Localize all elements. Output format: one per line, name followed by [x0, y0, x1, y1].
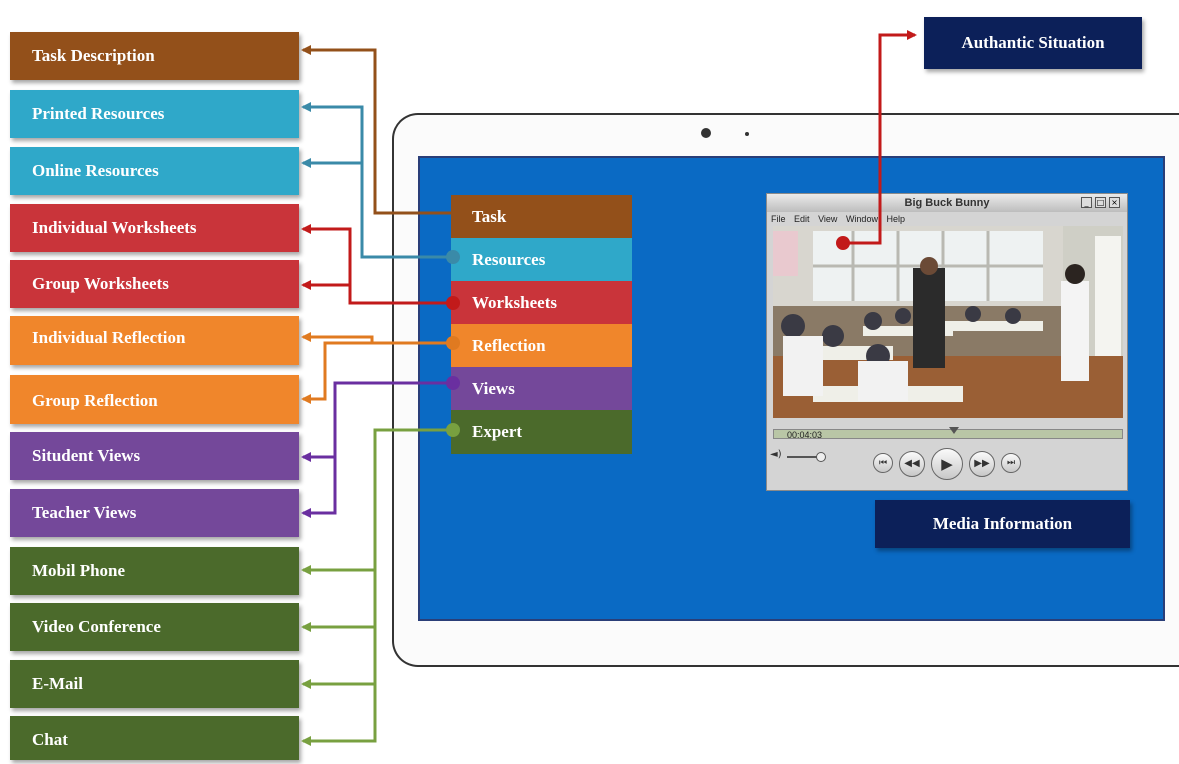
player-menu-edit[interactable]: Edit	[794, 214, 810, 224]
rewind-icon[interactable]: ◀◀	[899, 451, 925, 477]
player-menu-help[interactable]: Help	[886, 214, 905, 224]
player-title: Big Buck Bunny	[767, 194, 1127, 212]
media-player: Big Buck Bunny _ □ × File Edit View Wind…	[766, 193, 1128, 491]
label-group-reflection[interactable]: Group Reflection	[10, 375, 299, 424]
label-individual-worksheets[interactable]: Individual Worksheets	[10, 204, 299, 252]
video-frame-classroom[interactable]	[773, 226, 1123, 418]
minimize-icon[interactable]: _	[1081, 197, 1092, 208]
seek-bar[interactable]	[773, 429, 1123, 439]
label-mobil-phone[interactable]: Mobil Phone	[10, 547, 299, 595]
classroom-scene-image	[773, 226, 1123, 418]
label-task-description[interactable]: Task Description	[10, 32, 299, 80]
label-teacher-views[interactable]: Teacher Views	[10, 489, 299, 537]
menu-expert[interactable]: Expert	[451, 410, 632, 454]
dot-resources	[446, 250, 460, 264]
volume-knob[interactable]	[816, 452, 826, 462]
player-menu-file[interactable]: File	[771, 214, 786, 224]
menu-reflection[interactable]: Reflection	[451, 324, 632, 367]
label-printed-resources[interactable]: Printed Resources	[10, 90, 299, 138]
connector-resources	[301, 102, 451, 259]
label-email[interactable]: E-Mail	[10, 660, 299, 708]
volume-slider[interactable]	[787, 456, 819, 458]
connector-authentic	[843, 30, 917, 245]
connector-views	[301, 381, 451, 462]
dot-authentic	[836, 236, 850, 250]
connector-worksheets	[301, 224, 451, 305]
connector-reflection-group	[301, 341, 372, 404]
timecode: 00:04:03	[787, 430, 823, 440]
skip-back-icon[interactable]: ⏮	[873, 453, 893, 473]
connector-dots	[446, 236, 850, 437]
menu-task[interactable]: Task	[451, 195, 632, 238]
dot-views	[446, 376, 460, 390]
dot-worksheets	[446, 296, 460, 310]
label-video-conference[interactable]: Video Conference	[10, 603, 299, 651]
player-menubar: File Edit View Window Help	[771, 214, 911, 224]
label-online-resources[interactable]: Online Resources	[10, 147, 299, 195]
menu-views[interactable]: Views	[451, 367, 632, 410]
label-individual-reflection[interactable]: Individual Reflection	[10, 316, 299, 365]
maximize-icon[interactable]: □	[1095, 197, 1106, 208]
player-menu-view[interactable]: View	[818, 214, 838, 224]
authentic-situation-label[interactable]: Authantic Situation	[924, 17, 1142, 69]
menu-resources[interactable]: Resources	[451, 238, 632, 281]
connector-expert	[301, 428, 451, 746]
volume-icon[interactable]: ◄)	[770, 449, 782, 460]
close-icon[interactable]: ×	[1109, 197, 1120, 208]
dot-expert	[446, 423, 460, 437]
label-group-worksheets[interactable]: Group Worksheets	[10, 260, 299, 308]
play-icon[interactable]: ▶	[931, 448, 963, 480]
connector-task	[301, 45, 451, 215]
connector-reflection	[301, 332, 451, 345]
menu-worksheets[interactable]: Worksheets	[451, 281, 632, 324]
label-student-views[interactable]: Situdent Views	[10, 432, 299, 480]
media-information-label[interactable]: Media Information	[875, 500, 1130, 548]
fast-forward-icon[interactable]: ▶▶	[969, 451, 995, 477]
connector-views-teacher	[301, 457, 337, 518]
seek-handle-icon[interactable]	[949, 427, 959, 434]
dot-reflection	[446, 336, 460, 350]
player-menu-window[interactable]: Window	[845, 214, 878, 224]
label-chat[interactable]: Chat	[10, 716, 299, 760]
skip-forward-icon[interactable]: ⏭	[1001, 453, 1021, 473]
camera-icon	[701, 128, 711, 138]
sensor-dot	[745, 132, 749, 136]
